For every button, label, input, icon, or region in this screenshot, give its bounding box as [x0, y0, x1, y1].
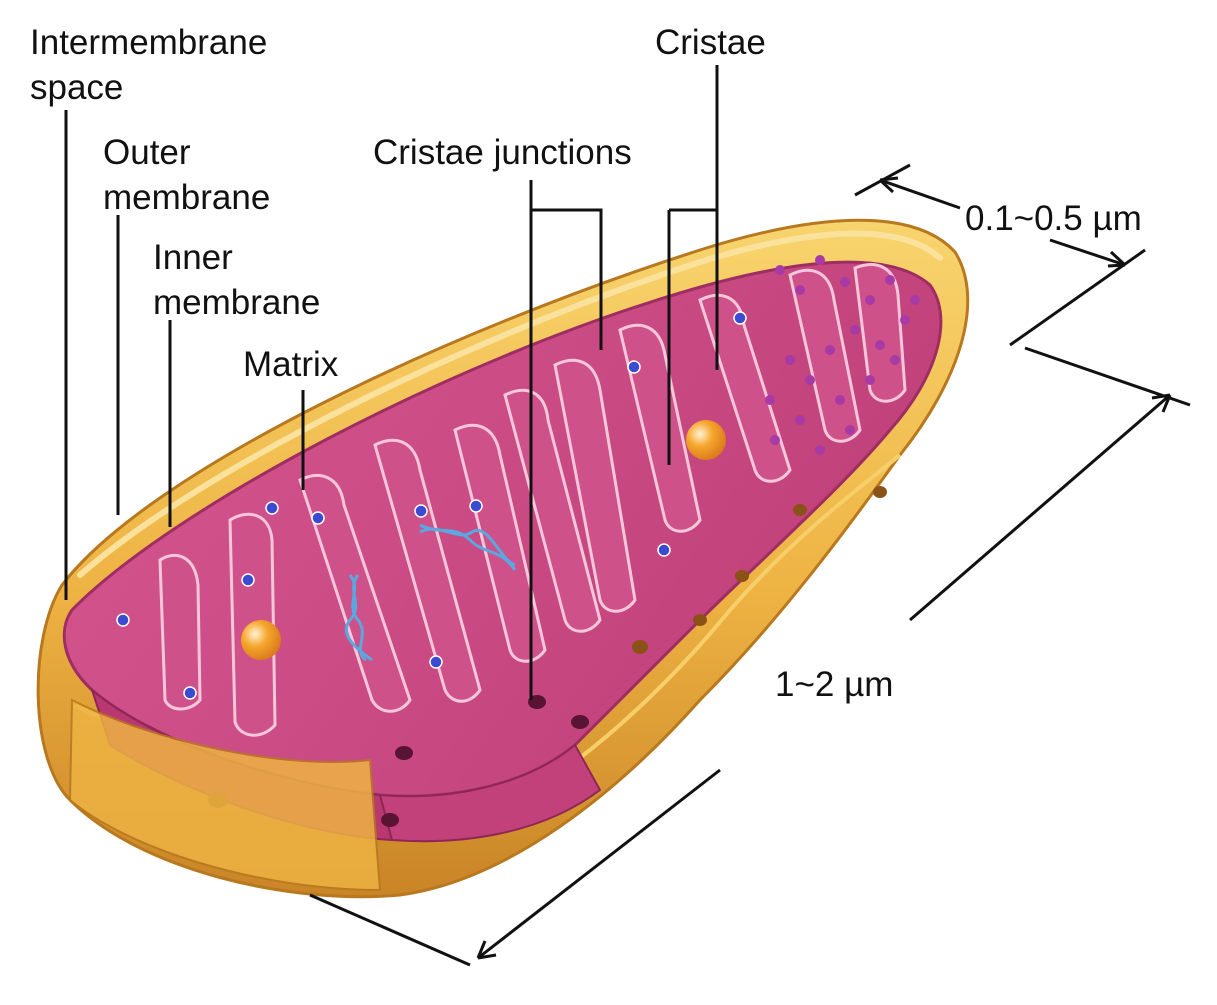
mitochondrial-dna — [344, 523, 517, 662]
leader-cristae — [667, 65, 719, 465]
crista-6 — [503, 388, 602, 633]
crista-8 — [618, 323, 702, 533]
label-intermembrane-space: Intermembrane space — [30, 20, 267, 110]
crista-7 — [553, 358, 637, 613]
crista-5 — [453, 423, 547, 663]
crista-1 — [158, 553, 202, 711]
label-outer-membrane: Outer membrane — [103, 130, 270, 220]
leader-lines — [64, 65, 719, 700]
matrix-granule-left — [241, 620, 281, 660]
label-outer-membrane-line2: membrane — [103, 178, 271, 217]
label-length-dimension: 1~2 µm — [775, 665, 894, 704]
label-intermembrane-space-line2: space — [30, 68, 124, 107]
dimension-width — [854, 163, 1146, 347]
label-intermembrane-space-line1: Intermembrane — [30, 23, 268, 62]
label-inner-membrane-line1: Inner — [153, 238, 233, 277]
cristae-junction-pores — [208, 486, 887, 827]
inner-membrane-front-wall-2 — [378, 743, 602, 843]
label-inner-membrane-line2: membrane — [153, 283, 321, 322]
leader-cristae-junctions — [529, 180, 603, 700]
label-cristae: Cristae — [655, 23, 766, 62]
label-inner-membrane: Inner membrane — [153, 235, 320, 325]
outer-membrane-highlight — [77, 230, 943, 578]
label-cristae-junctions: Cristae junctions — [373, 133, 632, 172]
matrix-granules-cluster — [765, 255, 920, 455]
label-matrix: Matrix — [243, 345, 339, 384]
dimension-length — [309, 346, 1191, 967]
label-width-dimension: 0.1~0.5 µm — [965, 199, 1142, 238]
label-outer-membrane-line1: Outer — [103, 133, 191, 172]
matrix-granule-right — [686, 420, 726, 460]
outer-membrane-cut-flap — [68, 698, 382, 892]
crista-4 — [373, 438, 482, 703]
cristae-folds — [158, 263, 907, 737]
matrix-particles — [116, 311, 747, 700]
